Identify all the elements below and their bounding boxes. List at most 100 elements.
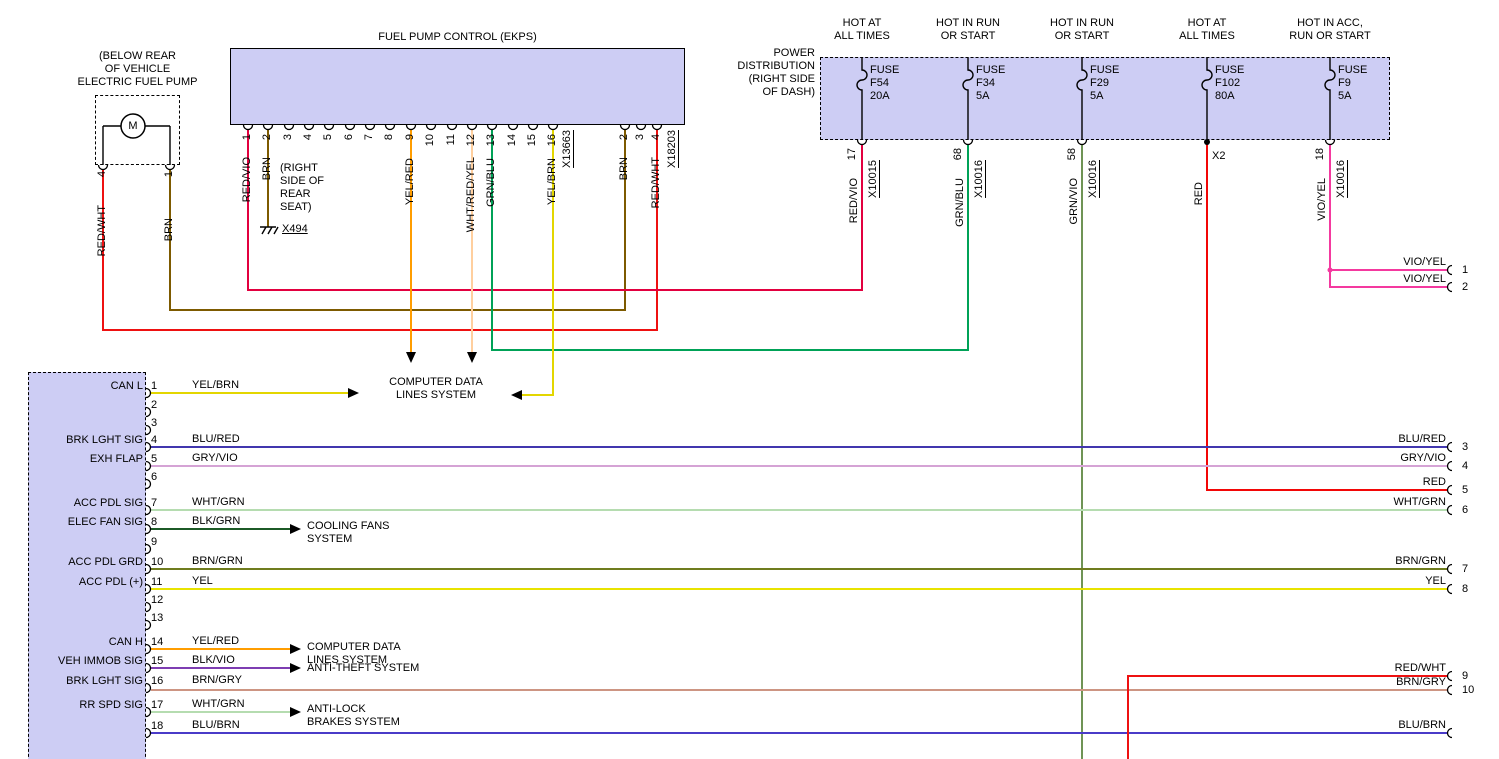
- connector-id-x10016: X10016: [973, 160, 985, 198]
- left-pin-number: 14: [151, 636, 164, 648]
- fuse-f29-symbol: [1076, 57, 1088, 140]
- left-connector-box: [28, 372, 146, 759]
- power-pin-arcs: [856, 139, 1336, 146]
- left-pin-number: 15: [151, 655, 164, 667]
- fuel-pump-title: (BELOW REAR OF VEHICLE ELECTRIC FUEL PUM…: [77, 50, 198, 88]
- wire-color-label: WHT/GRN: [1393, 496, 1446, 508]
- arrow-right-abs: [290, 707, 301, 717]
- right-pin-number: 10: [1462, 684, 1475, 696]
- wire-color-label: BRN/GRN: [1395, 555, 1446, 567]
- fuse-pin-number: 58: [1066, 148, 1078, 161]
- ekps-pin-number: 15: [526, 134, 538, 147]
- left-pin-number: 16: [151, 675, 164, 687]
- right-pin-number: 2: [1462, 281, 1469, 293]
- left-pin-number: 5: [151, 453, 158, 465]
- wire-color-label: GRN/BLU: [954, 178, 966, 227]
- wire-color-label: YEL: [1425, 575, 1446, 587]
- ekps-pin-arcs: [242, 124, 663, 131]
- motor-pin-number: 1: [163, 171, 175, 178]
- ekps-pin-number: 2: [261, 134, 273, 141]
- junction-dot-vio-yel: [1327, 267, 1333, 273]
- signal-label: CAN L: [110, 380, 143, 392]
- ekps-pin-number: 4: [302, 134, 314, 141]
- wire-color-label: WHT/GRN: [192, 698, 245, 710]
- system-computer-data-mid: COMPUTER DATA LINES SYSTEM: [307, 641, 401, 666]
- fuse-pin-number: X2: [1212, 150, 1226, 162]
- wire-color-label: WHT/GRN: [192, 496, 245, 508]
- fuse-label: FUSE F54 20A: [870, 64, 900, 102]
- right-pin-number: 6: [1462, 504, 1469, 516]
- wire-color-label: BLU/BRN: [192, 719, 240, 731]
- fuse-pin-number: 18: [1314, 148, 1326, 161]
- fuse-label: FUSE F102 80A: [1215, 64, 1245, 102]
- wire-red-wht-right: [1127, 675, 1448, 759]
- arrow-right-theft: [290, 663, 301, 673]
- arrow-right-can-l: [348, 388, 359, 398]
- wire-color-label: YEL/BRN: [546, 158, 558, 206]
- wire-color-label: RED: [1193, 182, 1205, 206]
- fuse-f34-symbol: [962, 57, 974, 140]
- fuse-f9-symbol: [1324, 57, 1336, 140]
- signal-label: BRK LGHT SIG: [66, 675, 143, 687]
- ekps-pin-number: 7: [363, 134, 375, 141]
- fuse-pin-number: 68: [952, 148, 964, 161]
- arrow-down-yel-red: [406, 352, 416, 363]
- wire-color-label: VIO/YEL: [1403, 256, 1446, 268]
- wire-color-label: BRN/GRY: [1396, 676, 1446, 688]
- wire-color-label: GRN/VIO: [1068, 178, 1080, 225]
- right-pin-number: 1: [1462, 264, 1469, 276]
- signal-label: VEH IMMOB SIG: [58, 655, 143, 667]
- wire-color-label: BLK/GRN: [192, 515, 241, 527]
- ekps-pin-number: 3: [282, 134, 294, 141]
- right-pin-number: 3: [1462, 441, 1469, 453]
- left-pin-arcs: [145, 387, 152, 739]
- fuse-label: FUSE F9 5A: [1338, 64, 1368, 102]
- right-pin-number: 9: [1462, 670, 1469, 682]
- ekps-pin-number: 13: [485, 134, 497, 147]
- ground-id-x494: X494: [282, 223, 308, 235]
- ekps-pin-number: 1: [241, 134, 253, 141]
- wire-color-label: BLK/VIO: [192, 654, 235, 666]
- signal-label: EXH FLAP: [89, 453, 143, 465]
- left-pin-number: 10: [151, 556, 164, 568]
- wire-color-label: WHT/RED/YEL: [465, 157, 477, 233]
- wire-red-wht-pump: [102, 130, 658, 331]
- wire-color-label: BRN: [618, 157, 630, 181]
- left-pin-number: 12: [151, 594, 164, 606]
- wire-color-label: BLU/RED: [192, 433, 240, 445]
- left-pin-number: 2: [151, 399, 158, 411]
- wire-color-label: RED/VIO: [848, 178, 860, 224]
- hot-label: HOT AT ALL TIMES: [834, 17, 890, 42]
- signal-label: ACC PDL GRD: [68, 556, 143, 568]
- ekps-pin-number: 14: [506, 134, 518, 147]
- wire-color-label: BRN/GRN: [192, 555, 243, 567]
- motor-pin-number: 4: [96, 171, 108, 178]
- fuse-label: FUSE F34 5A: [976, 64, 1006, 102]
- motor-leads: [102, 125, 171, 165]
- ground-symbol: [260, 226, 279, 235]
- fuse-f54-symbol: [856, 57, 868, 140]
- wire-grn-blu: [491, 130, 969, 351]
- wire-color-label: RED/WHT: [1394, 662, 1446, 674]
- wire-color-label: RED: [1422, 476, 1446, 488]
- wire-color-label: BRN/GRY: [192, 674, 242, 686]
- wire-color-label: VIO/YEL: [1316, 178, 1328, 221]
- arrow-right-can-h: [290, 644, 301, 654]
- hot-label: HOT IN RUN OR START: [936, 17, 1000, 42]
- wire-color-label: YEL/BRN: [192, 379, 240, 391]
- wire-color-label: RED/WHT: [96, 205, 108, 257]
- system-cooling-fans: COOLING FANS SYSTEM: [307, 520, 390, 545]
- arrow-right-fan: [290, 524, 301, 534]
- wire-red-vio: [247, 130, 863, 291]
- connector-id-x10015: X10015: [867, 160, 879, 198]
- ekps-title: FUEL PUMP CONTROL (EKPS): [378, 31, 537, 43]
- connector-id-x10016: X10016: [1087, 160, 1099, 198]
- wire-color-label: BRN: [261, 157, 273, 181]
- wire-color-label: BRN: [163, 218, 175, 242]
- wire-brn-pump: [169, 130, 626, 311]
- left-pin-number: 11: [151, 576, 163, 588]
- ekps-pin-number: 16: [546, 134, 558, 147]
- ekps-pin-number: 3: [634, 134, 646, 141]
